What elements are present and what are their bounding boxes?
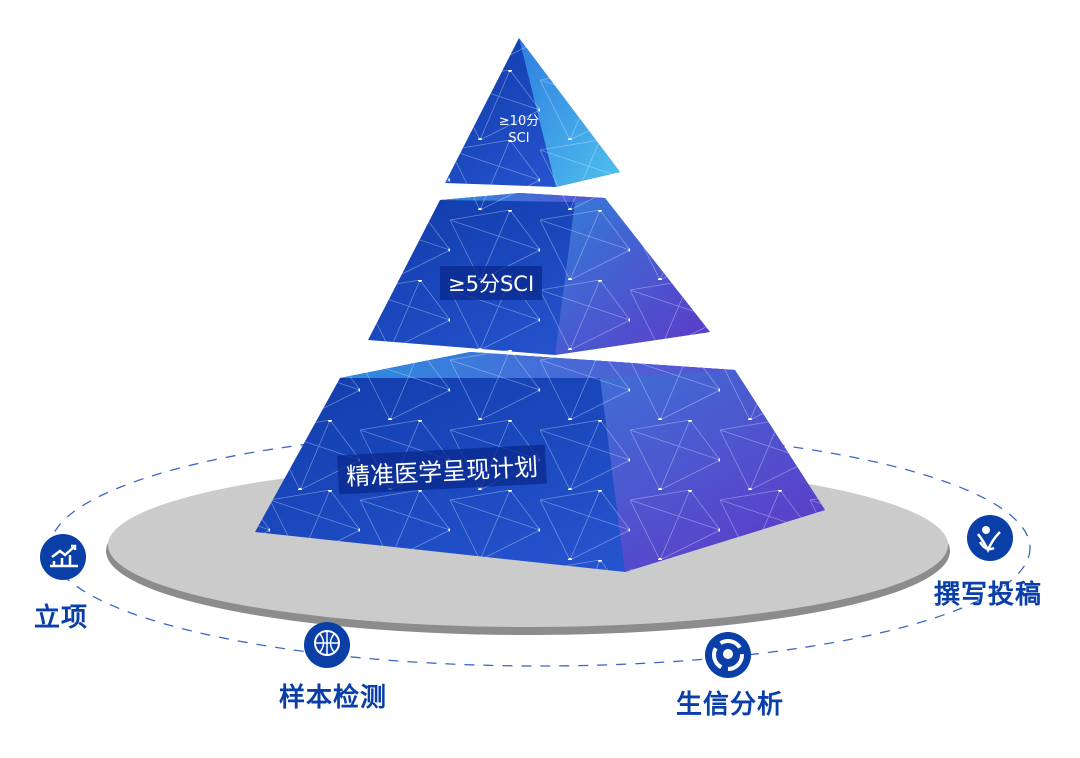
tier-top-label: ≥10分 SCI: [484, 113, 554, 147]
tier-top-label-line1: ≥10分: [498, 114, 540, 129]
step-label-bioinformatics[interactable]: 生信分析: [676, 690, 785, 720]
globe-people-icon[interactable]: [304, 622, 350, 668]
pyramid-tier-top: [445, 38, 620, 187]
person-leaf-icon[interactable]: [967, 515, 1013, 561]
trend-chart-icon[interactable]: [40, 534, 86, 580]
tier-middle-label: ≥5分SCI: [440, 266, 543, 300]
step-label-sample-testing[interactable]: 样本检测: [279, 683, 388, 713]
tier-top-label-line2: SCI: [508, 131, 530, 146]
cycle-icon[interactable]: [705, 632, 751, 678]
step-label-writing-submission[interactable]: 撰写投稿: [934, 580, 1043, 610]
step-label-project[interactable]: 立项: [34, 603, 89, 633]
